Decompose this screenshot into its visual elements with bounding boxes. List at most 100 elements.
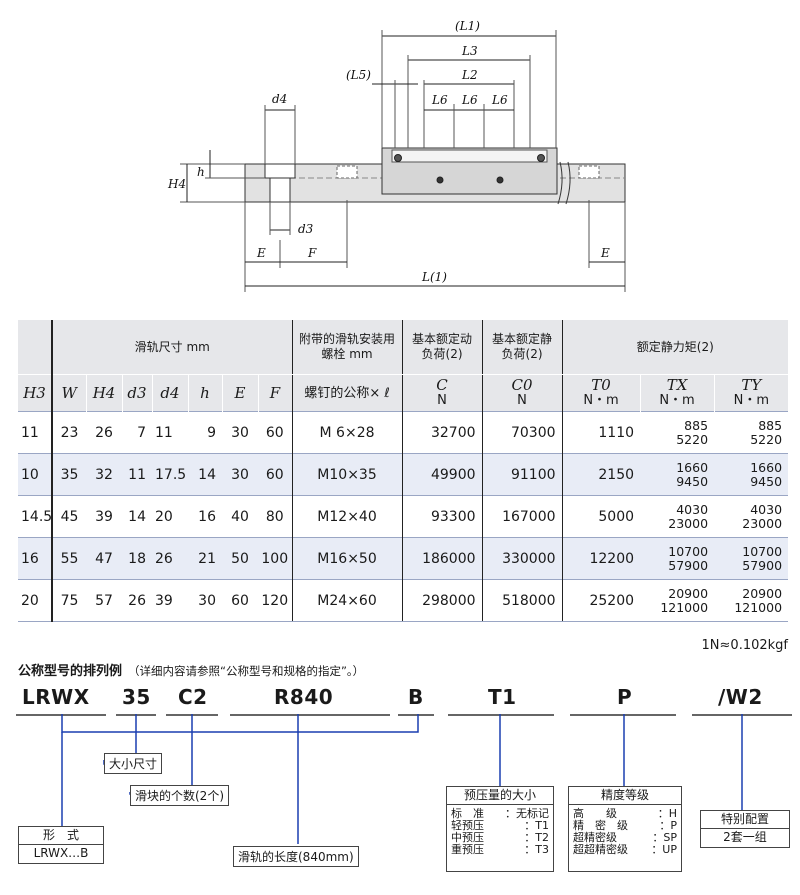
form-title: 形 式 [19,827,103,845]
cell-T0: 25200 [561,579,641,622]
cell-H3: 10 [18,453,53,496]
code-length: R840 [274,685,334,709]
code-preload: T1 [488,685,517,709]
cell-d4: 26 [152,537,188,580]
code-underline [448,714,554,716]
label-L: L(1) [421,270,447,284]
cell-H3: 11 [18,411,53,454]
col-E: E [221,374,258,412]
cell-W: 45 [52,495,86,538]
label-E-left: E [256,246,266,260]
preload-row: 中预压：T2 [451,831,549,844]
preload-row: 重预压：T3 [451,843,549,856]
code-form: B [408,685,424,709]
code-precision: P [617,685,633,709]
cell-F: 100 [258,537,293,580]
cell-C0: 91100 [481,453,563,496]
cell-d4: 11 [152,411,188,454]
cell-T0: 2150 [561,453,641,496]
dynamic-load-group: 基本额定动负荷(2) [401,320,483,375]
precision-title: 精度等级 [569,787,681,805]
precision-row: 精 密 级：P [573,819,677,832]
cell-C0: 330000 [481,537,563,580]
label-E-right: E [600,246,610,260]
cell-d4: 17.5 [152,453,188,496]
cell-H4: 32 [86,453,122,496]
cell-bolt: M16×50 [291,537,403,580]
preload-row: 轻预压：T1 [451,819,549,832]
cell-H4: 39 [86,495,122,538]
rail-dimension-drawing: (L1) L3 (L5) L2 L6 L6 L6 d4 H4 h d3 E F … [167,19,626,292]
preload-title: 预压量的大小 [447,787,553,805]
table-row: 20 75 57 26 39 30 60 120 M24×60 298000 5… [18,579,789,622]
preload-box: 预压量的大小 标 准：无标记 轻预压：T1 中预压：T2 重预压：T3 [446,786,554,872]
rail-length-label: 滑轨的长度(840mm) [233,846,359,867]
cell-H3: 16 [18,537,53,580]
cell-C: 93300 [401,495,483,538]
cell-h: 9 [188,411,222,454]
cell-C: 32700 [401,411,483,454]
cell-W: 75 [52,579,86,622]
cell-C: 49900 [401,453,483,496]
cell-d4: 20 [152,495,188,538]
cell-F: 60 [258,411,293,454]
label-d3: d3 [298,222,314,236]
table-row: 11 23 26 7 11 9 30 60 M 6×28 32700 70300… [18,411,789,454]
code-slider: C2 [178,685,208,709]
cell-T0: 12200 [561,537,641,580]
cell-d3: 14 [122,495,152,538]
cell-bolt: M24×60 [291,579,403,622]
cell-T0: 5000 [561,495,641,538]
cell-E: 50 [222,537,258,580]
label-d4: d4 [272,92,287,106]
cell-E: 30 [222,411,258,454]
cell-F: 60 [258,453,293,496]
cell-W: 23 [52,411,86,454]
code-series: LRWX [22,685,90,709]
form-value: LRWX…B [33,846,89,860]
label-L6-b: L6 [461,93,478,107]
precision-box: 精度等级 高 级：H 精 密 级：P 超精密级：SP 超超精密级：UP [568,786,682,872]
cell-bolt: M12×40 [291,495,403,538]
label-F: F [307,246,317,260]
cell-d3: 18 [122,537,152,580]
h3-header-spacer [18,320,53,375]
col-W: W [51,374,86,412]
static-load-group: 基本额定静负荷(2) [481,320,563,375]
col-d3: d3 [121,374,152,412]
preload-row: 标 准：无标记 [451,807,549,820]
col-bolt: 螺钉的公称× ℓ [291,374,403,412]
unit-note: 1N≈0.102kgf [701,638,788,653]
cell-d3: 11 [122,453,152,496]
label-L2: L2 [461,68,478,82]
cell-C0: 167000 [481,495,563,538]
code-size: 35 [122,685,151,709]
example-title: 公称型号的排列例（详细内容请参照“公称型号和规格的指定”。） [18,664,365,679]
cell-bolt: M10×35 [291,453,403,496]
cell-h: 16 [188,495,222,538]
precision-row: 高 级：H [573,807,677,820]
code-special: /W2 [718,685,763,709]
label-L1: (L1) [455,19,480,33]
cell-F: 80 [258,495,293,538]
example-subtitle: （详细内容请参照“公称型号和规格的指定”。） [128,664,365,678]
rail-dimension-group: 滑轨尺寸 mm [51,320,293,375]
cell-h: 30 [188,579,222,622]
special-title: 特别配置 [701,811,789,829]
label-L5: (L5) [346,68,371,82]
static-moment-group: 额定静力矩(2) [561,320,789,375]
cell-T0: 1110 [561,411,641,454]
cell-C: 298000 [401,579,483,622]
